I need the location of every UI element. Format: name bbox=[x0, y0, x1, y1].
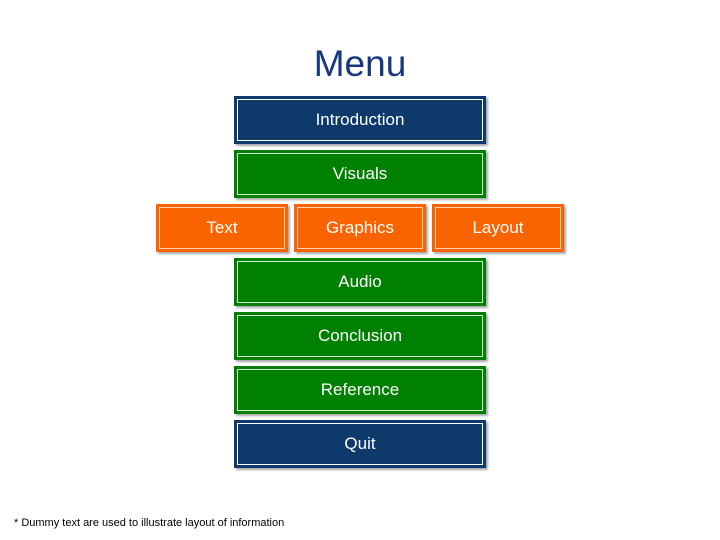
menu-button-conclusion-label: Conclusion bbox=[317, 326, 403, 345]
menu-button-visuals-label: Visuals bbox=[332, 164, 388, 183]
menu-button-introduction[interactable]: Introduction bbox=[234, 96, 486, 144]
menu-button-introduction-label: Introduction bbox=[315, 110, 405, 129]
menu-button-layout[interactable]: Layout bbox=[432, 204, 564, 252]
menu-button-reference[interactable]: Reference bbox=[234, 366, 486, 414]
menu-button-conclusion[interactable]: Conclusion bbox=[234, 312, 486, 360]
menu-button-graphics-label: Graphics bbox=[325, 218, 395, 237]
menu-button-quit[interactable]: Quit bbox=[234, 420, 486, 468]
menu-button-text[interactable]: Text bbox=[156, 204, 288, 252]
page-title: Menu bbox=[313, 43, 407, 84]
menu-button-visuals[interactable]: Visuals bbox=[234, 150, 486, 198]
menu-button-reference-label: Reference bbox=[320, 380, 400, 399]
menu-button-audio-label: Audio bbox=[338, 272, 382, 291]
menu-button-audio[interactable]: Audio bbox=[234, 258, 486, 306]
menu-button-quit-label: Quit bbox=[344, 434, 376, 453]
menu-button-graphics[interactable]: Graphics bbox=[294, 204, 426, 252]
menu-button-text-label: Text bbox=[206, 218, 238, 237]
footer-note: * Dummy text are used to illustrate layo… bbox=[14, 517, 285, 529]
menu-button-layout-label: Layout bbox=[472, 218, 524, 237]
